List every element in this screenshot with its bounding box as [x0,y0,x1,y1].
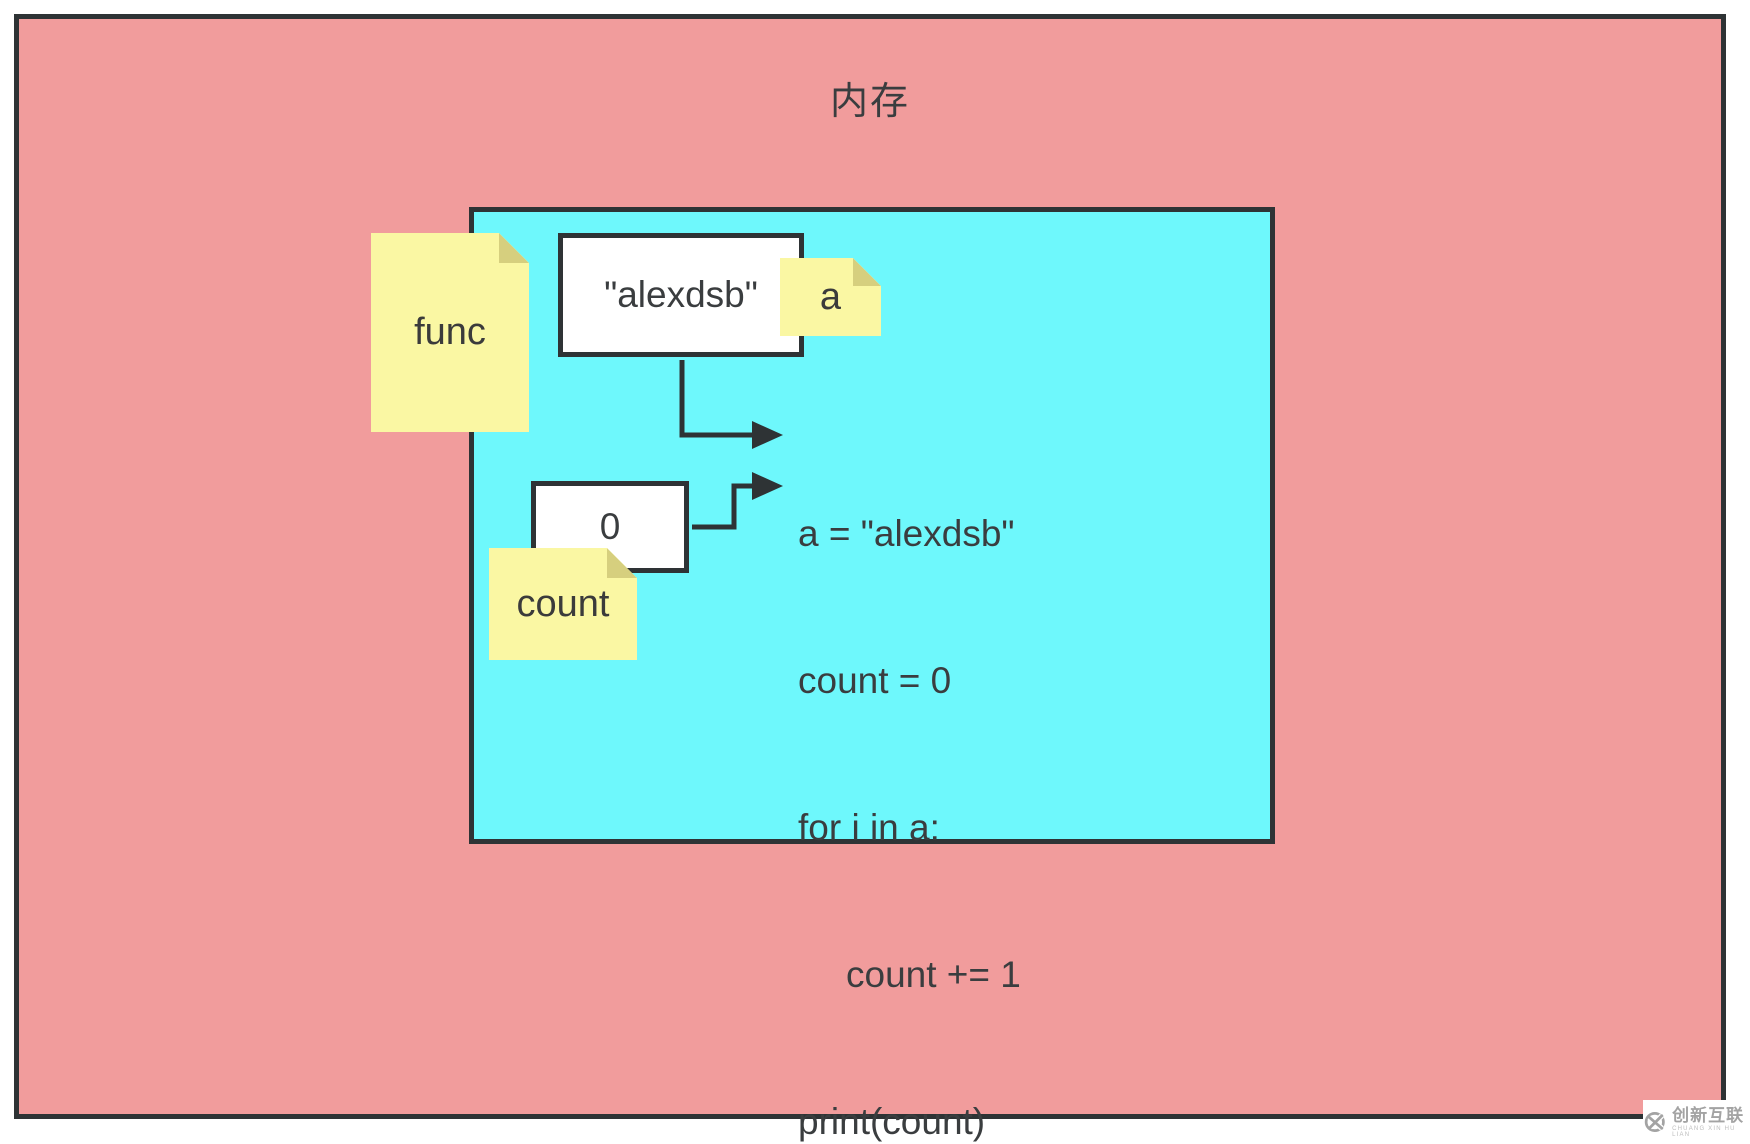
count-sticky-note: count [489,548,637,660]
string-value-box: "alexdsb" [558,233,804,357]
watermark-logo-icon [1644,1111,1665,1133]
code-line: count += 1 [846,954,1021,995]
string-value-text: "alexdsb" [604,274,758,315]
a-note-label: a [819,275,842,318]
code-line: print(count) [798,1101,986,1142]
count-note-label: count [516,582,610,625]
code-line: for i in a: [798,807,940,848]
func-note-label: func [414,311,486,353]
watermark-subtext: CHUANG XIN HU LIAN [1672,1125,1736,1138]
code-line: a = "alexdsb" [798,513,1015,554]
watermark-brand: 创新互联 [1672,1105,1745,1125]
code-line: count = 0 [798,660,952,701]
func-sticky-note: func [371,233,529,432]
watermark: 创新互联 CHUANG XIN HU LIAN [1643,1100,1750,1144]
code-block: a = "alexdsb" count = 0 for i in a: coun… [798,411,1021,1144]
memory-title: 内存 [829,81,910,123]
count-value-text: 0 [599,506,621,547]
